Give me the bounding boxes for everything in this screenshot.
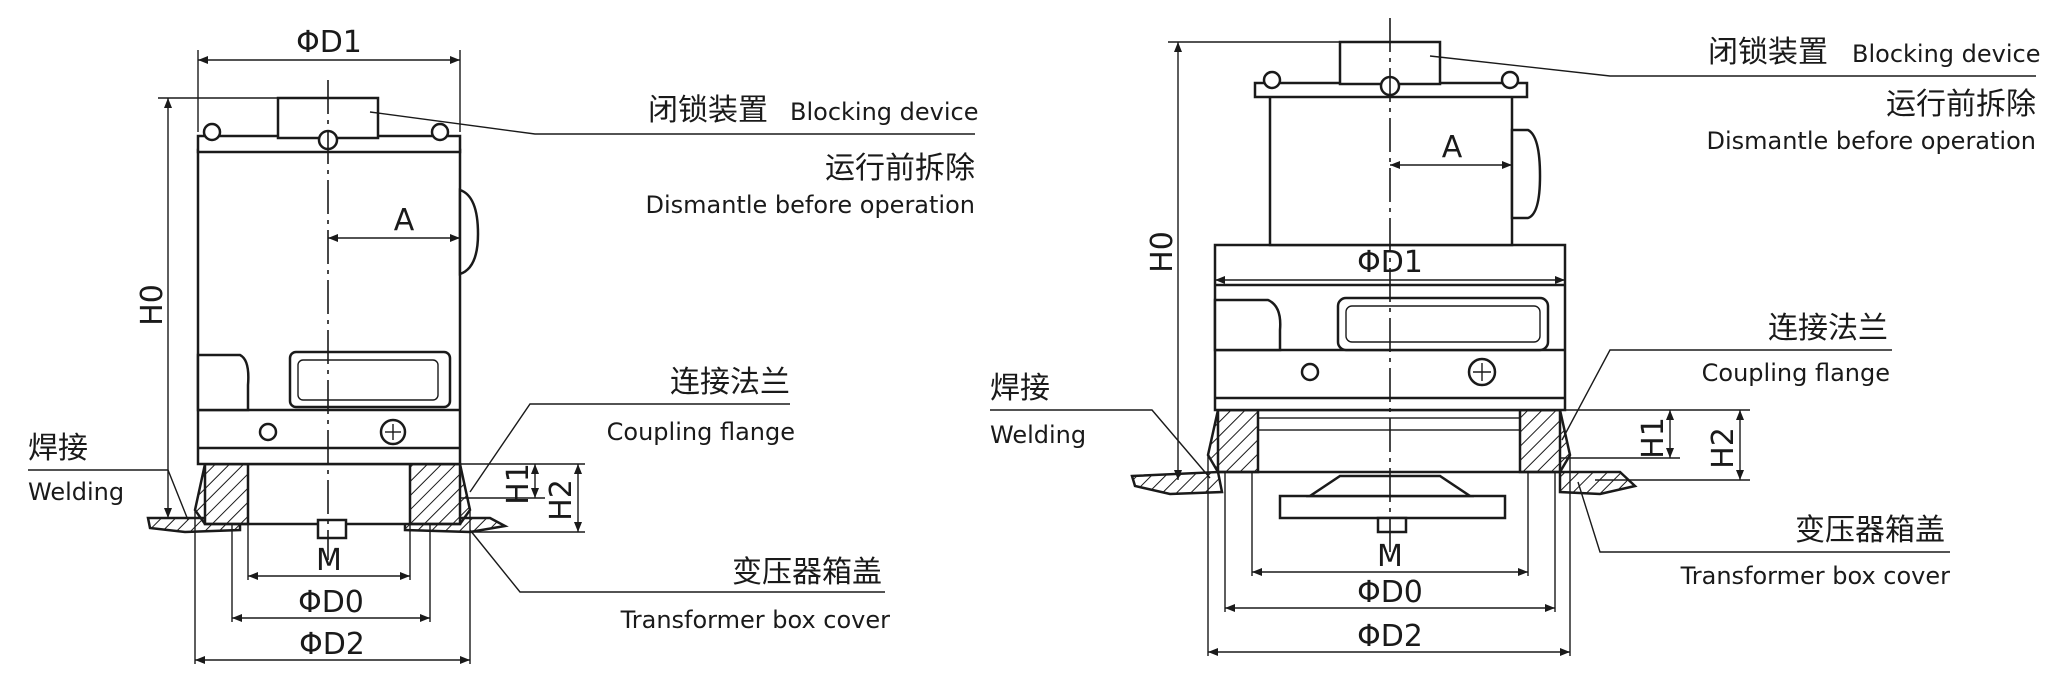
- left-flange-weld-left: [193, 462, 250, 526]
- left-label-dismantle-cn: 运行前拆除: [825, 151, 975, 186]
- left-dim-m: M: [316, 543, 342, 578]
- right-dim-d2: ΦD2: [1357, 619, 1423, 654]
- right-label-blocking-en: Blocking device: [1852, 40, 2040, 68]
- right-label-cover-cn: 变压器箱盖: [1795, 513, 1945, 548]
- right-label-flange-en: Coupling flange: [1702, 359, 1890, 387]
- left-label-blocking-en: Blocking device: [790, 98, 978, 126]
- right-cover-plate-left: [1130, 470, 1224, 496]
- left-dim-a: A: [394, 203, 415, 238]
- right-upper-body: [1268, 93, 1514, 247]
- right-dim-d1: ΦD1: [1357, 245, 1423, 280]
- right-label-welding-cn: 焊接: [990, 371, 1050, 406]
- right-dim-h2: H2: [1706, 427, 1741, 469]
- right-view: H0 A ΦD1 H1 H2 M ΦD0 ΦD2 闭锁装置 Blockin: [990, 18, 2040, 656]
- right-dim-m: M: [1377, 539, 1403, 574]
- right-bottom-disc: [1278, 494, 1507, 520]
- left-knob: [458, 188, 480, 276]
- left-label-flange-cn: 连接法兰: [670, 365, 790, 400]
- left-label-blocking-cn: 闭锁装置: [648, 93, 768, 128]
- left-label-welding-cn: 焊接: [28, 431, 88, 466]
- left-dim-h0: H0: [135, 284, 170, 326]
- left-side-notch: [196, 353, 250, 412]
- right-side-notch: [1213, 298, 1282, 352]
- right-cover-plate-right: [1558, 470, 1638, 496]
- right-label-dismantle-cn: 运行前拆除: [1886, 87, 2036, 122]
- left-dim-d0: ΦD0: [298, 585, 364, 620]
- left-label-dismantle-en: Dismantle before operation: [645, 191, 975, 219]
- left-label-flange-en: Coupling flange: [607, 418, 795, 446]
- left-dim-h2: H2: [544, 479, 579, 521]
- left-dim-d2: ΦD2: [299, 627, 365, 662]
- left-flange-weld-right: [408, 462, 472, 526]
- left-label-cover-cn: 变压器箱盖: [732, 555, 882, 590]
- left-bottom-plug: [316, 518, 348, 540]
- left-dim-d1: ΦD1: [296, 25, 362, 60]
- right-knob: [1510, 128, 1542, 220]
- right-flange-weld-right: [1518, 408, 1572, 474]
- right-label-blocking-cn: 闭锁装置: [1708, 35, 1828, 70]
- right-dim-d0: ΦD0: [1357, 575, 1423, 610]
- right-label-welding-en: Welding: [990, 421, 1086, 449]
- left-label-welding-en: Welding: [28, 478, 124, 506]
- right-label-dismantle-en: Dismantle before operation: [1706, 127, 2036, 155]
- right-flange-ring: [1216, 408, 1562, 474]
- left-view: ΦD1 H0 A H1 H2 M ΦD0 ΦD2 闭锁装置 Bl: [28, 25, 978, 664]
- right-flange-weld-left: [1206, 408, 1260, 474]
- right-dim-h0: H0: [1145, 231, 1180, 273]
- left-main-body: [196, 148, 462, 466]
- right-label-flange-cn: 连接法兰: [1768, 311, 1888, 346]
- left-label-cover-en: Transformer box cover: [620, 606, 891, 634]
- left-dim-h1: H1: [501, 463, 536, 505]
- right-label-cover-en: Transformer box cover: [1680, 562, 1951, 590]
- right-dim-h1: H1: [1636, 417, 1671, 459]
- left-window: [288, 350, 452, 409]
- right-dim-a: A: [1442, 130, 1463, 165]
